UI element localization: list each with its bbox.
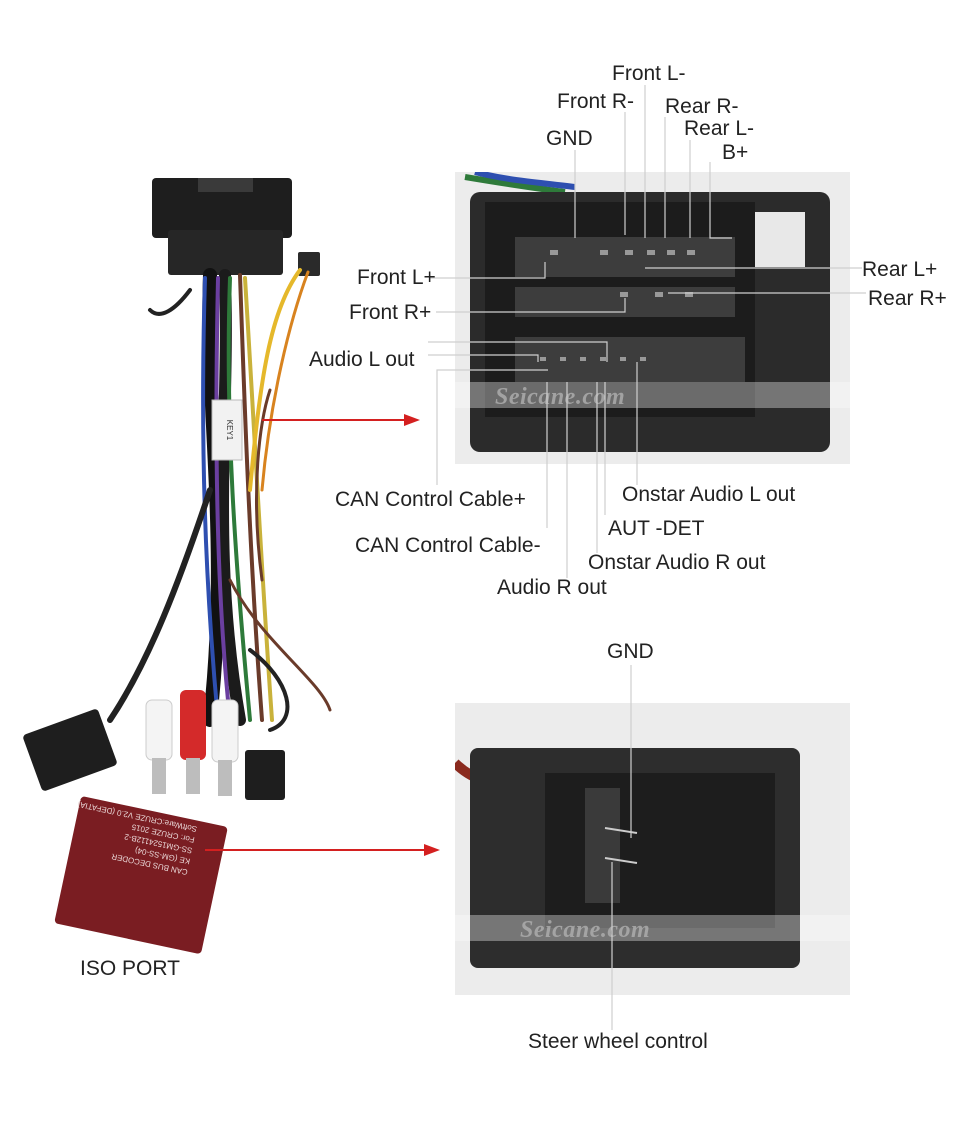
steer-connector-photo: Seicane.com (455, 703, 850, 995)
label-aut-det: AUT -DET (608, 517, 705, 540)
main-connector-photo: Seicane.com (455, 172, 850, 464)
iso-connector-top (152, 178, 292, 238)
label-gnd-steer: GND (607, 640, 654, 663)
wiring-harness-illustration: KEY1 CAN BUS DECODER KE (GM-SS-04) SS-GM… (23, 178, 332, 954)
can-decoder-box (54, 796, 228, 954)
label-front-r-minus: Front R- (557, 90, 635, 113)
label-onstar-audio-r: Onstar Audio R out (588, 551, 766, 574)
label-can-control-plus: CAN Control Cable+ (335, 488, 526, 511)
label-front-r-plus: Front R+ (349, 301, 432, 324)
label-steer-wheel-control: Steer wheel control (528, 1030, 708, 1053)
label-can-control-minus: CAN Control Cable- (355, 534, 541, 557)
label-b-plus: B+ (722, 141, 749, 164)
label-audio-l-out: Audio L out (309, 348, 415, 371)
label-front-l-plus: Front L+ (357, 266, 436, 289)
arrow-to-steer-connector (205, 844, 440, 856)
watermark-main: Seicane.com (495, 384, 626, 410)
label-rear-r-minus: Rear R- (665, 95, 739, 118)
label-rear-l-minus: Rear L- (684, 117, 755, 140)
iso-port-label: ISO PORT (80, 957, 180, 980)
label-audio-r-out: Audio R out (497, 576, 607, 599)
label-front-l-minus: Front L- (612, 62, 686, 85)
label-rear-l-plus: Rear L+ (862, 258, 938, 281)
watermark-steer: Seicane.com (520, 917, 651, 943)
label-rear-r-plus: Rear R+ (868, 287, 947, 310)
arrow-to-main-connector (262, 414, 420, 426)
label-onstar-audio-l: Onstar Audio L out (622, 483, 796, 506)
harness-tag-text: KEY1 (225, 420, 234, 441)
label-gnd-main: GND (546, 127, 593, 150)
